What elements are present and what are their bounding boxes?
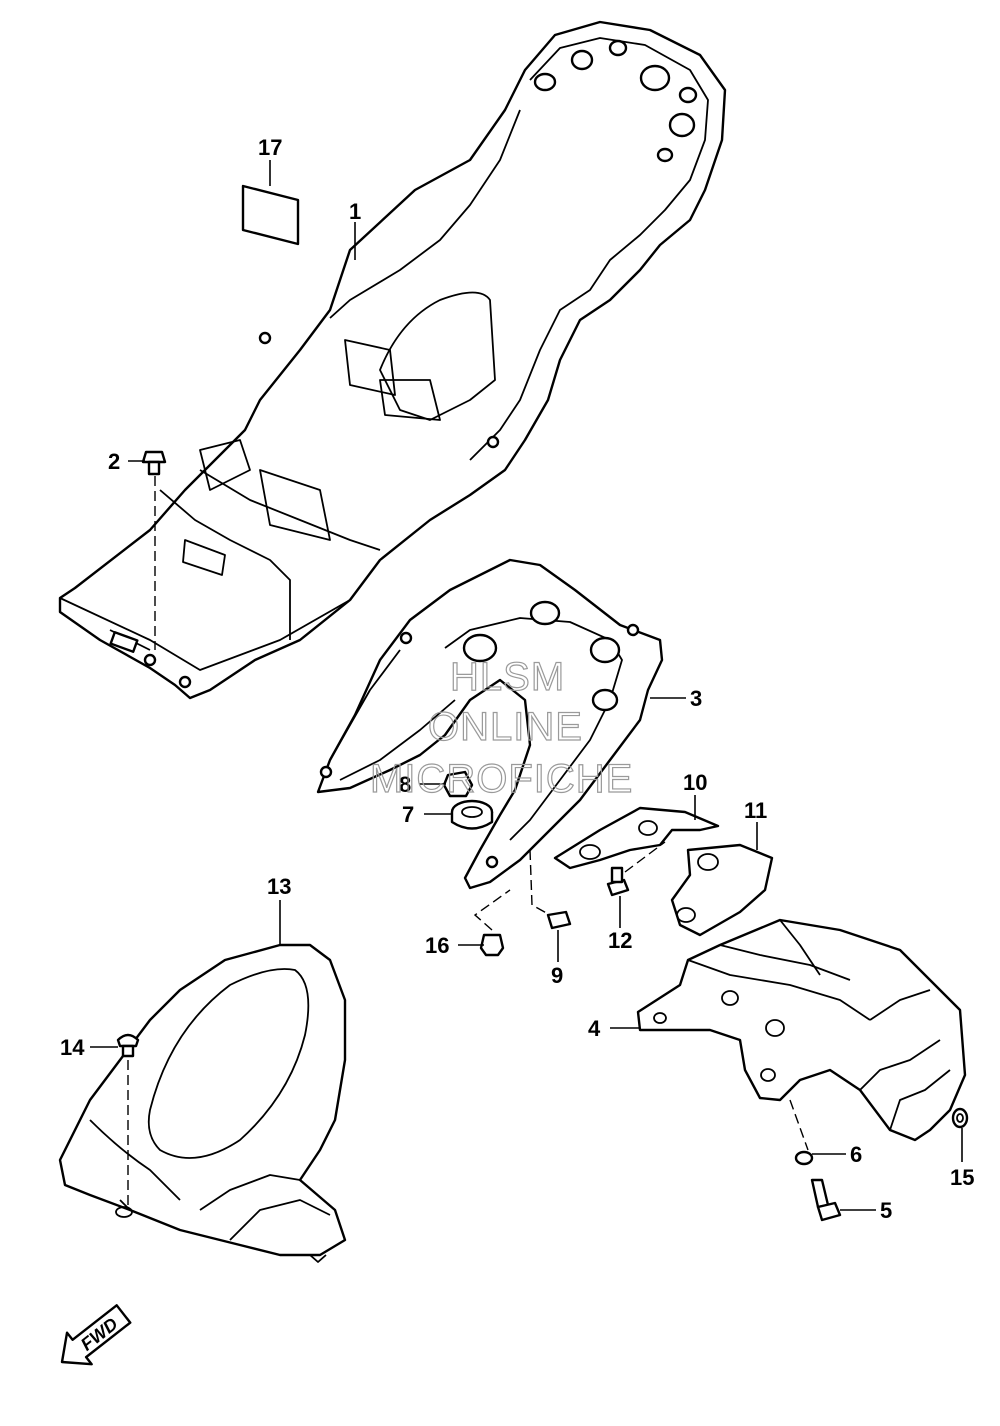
watermark-line-3: MICROFICHE bbox=[370, 757, 633, 801]
leader-lines bbox=[90, 160, 963, 1211]
part-11-plate bbox=[670, 843, 774, 937]
part-6-washer bbox=[794, 1150, 814, 1166]
part-1-rear-fender-frame bbox=[58, 20, 727, 700]
watermark: HLSM ONLINE MICROFICHE bbox=[369, 654, 633, 801]
callout-13: 13 bbox=[267, 874, 291, 899]
callout-5: 5 bbox=[880, 1198, 892, 1223]
part-9-screw bbox=[529, 849, 572, 930]
callout-14: 14 bbox=[60, 1035, 85, 1060]
part-12-screw bbox=[606, 841, 666, 897]
callout-6: 6 bbox=[850, 1142, 862, 1167]
callout-9: 9 bbox=[551, 963, 563, 988]
callout-12: 12 bbox=[608, 928, 632, 953]
callout-8: 8 bbox=[399, 772, 411, 797]
callout-1: 1 bbox=[349, 199, 361, 224]
callout-11: 11 bbox=[744, 798, 767, 823]
part-10-bracket bbox=[553, 806, 720, 870]
part-2-screw bbox=[141, 450, 167, 650]
fwd-arrow-icon: FWD bbox=[60, 1304, 132, 1366]
part-16-clip bbox=[473, 889, 511, 957]
callout-2: 2 bbox=[108, 449, 120, 474]
watermark-line-2: ONLINE bbox=[428, 705, 583, 749]
callout-16: 16 bbox=[425, 933, 449, 958]
callout-10: 10 bbox=[683, 770, 707, 795]
part-17-label bbox=[241, 184, 300, 246]
callout-3: 3 bbox=[690, 686, 702, 711]
callout-labels: 1 2 3 4 5 6 7 8 9 10 11 12 13 14 15 16 1… bbox=[60, 135, 974, 1223]
part-8-nut bbox=[442, 770, 474, 798]
part-14-screw bbox=[116, 1033, 140, 1205]
callout-4: 4 bbox=[588, 1016, 601, 1041]
part-5-bolt bbox=[810, 1178, 842, 1222]
part-3-inner-fender bbox=[316, 558, 664, 890]
watermark-line-1: HLSM bbox=[450, 655, 565, 699]
part-15-washer bbox=[951, 1107, 969, 1129]
part-13-front-fender bbox=[58, 943, 347, 1263]
callout-17: 17 bbox=[258, 135, 282, 160]
part-4-rear-fender bbox=[636, 918, 967, 1151]
callout-15: 15 bbox=[950, 1165, 974, 1190]
callout-7: 7 bbox=[402, 802, 414, 827]
part-7-grommet bbox=[450, 799, 494, 830]
